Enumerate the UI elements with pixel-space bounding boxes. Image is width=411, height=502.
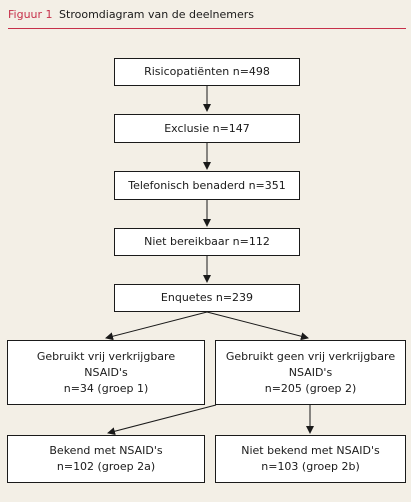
box-otc-users-line1: Gebruikt vrij verkrijgbare <box>36 349 176 363</box>
box-surveys-text: Enquetes n=239 <box>160 291 254 304</box>
arrow-surveys-to-otc-no <box>206 311 309 341</box>
box-unreachable-text: Niet bereikbaar n=112 <box>144 235 270 248</box>
box-phone-contacted: Telefonisch benaderd n=351 <box>114 171 300 200</box>
box-known-nsaids-line2: n=102 (groep 2a) <box>56 460 156 473</box>
figure-title: Stroomdiagram van de deelnemers <box>59 8 255 21</box>
figure-label: Figuur 1 <box>8 8 53 21</box>
box-non-otc-users-line3: n=205 (groep 2) <box>264 381 357 395</box>
box-unknown-nsaids-line1: Niet bekend met NSAID's <box>241 444 380 457</box>
figure-caption: Figuur 1 Stroomdiagram van de deelnemers <box>8 8 403 22</box>
box-non-otc-users-line2: NSAID's <box>288 365 333 379</box>
box-unreachable: Niet bereikbaar n=112 <box>114 228 300 256</box>
box-known-nsaids: Bekend met NSAID's n=102 (groep 2a) <box>7 435 205 483</box>
box-unknown-nsaids-line2: n=103 (groep 2b) <box>261 460 360 473</box>
box-otc-users-line3: n=34 (groep 1) <box>63 381 149 395</box>
arrow-surveys-to-otc-yes <box>105 311 208 341</box>
box-risk-patients: Risicopatiënten n=498 <box>114 58 300 86</box>
box-known-nsaids-line1: Bekend met NSAID's <box>49 444 163 457</box>
box-exclusion: Exclusie n=147 <box>114 114 300 143</box>
box-otc-users: Gebruikt vrij verkrijgbare NSAID's n=34 … <box>7 340 205 405</box>
box-exclusion-text: Exclusie n=147 <box>164 121 250 135</box>
box-otc-users-line2: NSAID's <box>84 365 128 379</box>
box-risk-patients-text: Risicopatiënten n=498 <box>144 65 270 78</box>
caption-rule <box>8 28 406 29</box>
arrow-otc-no-to-known <box>107 404 217 436</box>
box-unknown-nsaids: Niet bekend met NSAID's n=103 (groep 2b) <box>215 435 406 483</box>
box-surveys: Enquetes n=239 <box>114 284 300 312</box>
box-phone-contacted-text: Telefonisch benaderd n=351 <box>128 178 286 192</box>
box-non-otc-users: Gebruikt geen vrij verkrijgbare NSAID's … <box>215 340 406 405</box>
box-non-otc-users-line1: Gebruikt geen vrij verkrijgbare <box>225 349 396 363</box>
